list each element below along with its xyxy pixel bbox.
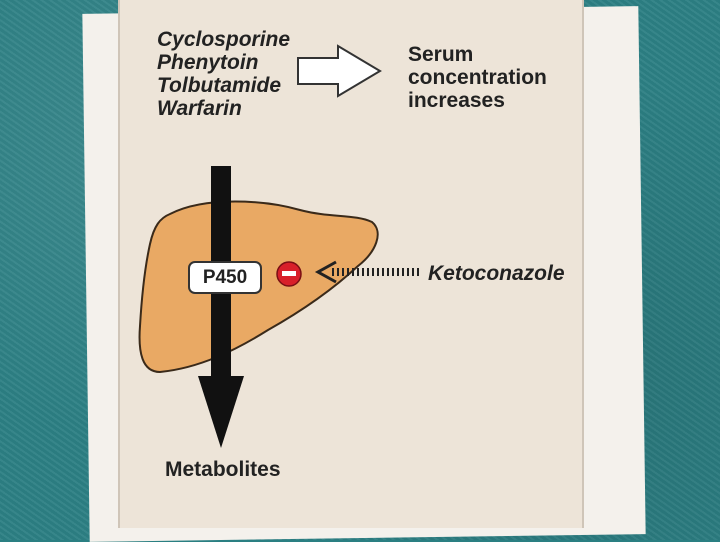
drug-list: Cyclosporine Phenytoin Tolbutamide Warfa… bbox=[157, 28, 290, 120]
drug-item: Tolbutamide bbox=[157, 74, 282, 97]
metabolites-label: Metabolites bbox=[165, 458, 281, 481]
drug-item: Cyclosporine bbox=[157, 28, 291, 51]
effect-line: concentration bbox=[408, 66, 547, 89]
inhibition-arrow-head bbox=[314, 260, 337, 284]
effect-line: Serum bbox=[408, 43, 474, 66]
p450-enzyme-box: P450 bbox=[188, 261, 262, 294]
drug-item: Phenytoin bbox=[157, 51, 259, 74]
minus-circle-icon bbox=[276, 261, 302, 287]
process-arrow-head bbox=[198, 376, 244, 448]
effect-text: Serum concentration increases bbox=[408, 43, 578, 112]
effect-arrow bbox=[297, 44, 382, 98]
p450-label: P450 bbox=[202, 266, 248, 288]
inhibitor-label: Ketoconazole bbox=[428, 262, 565, 285]
effect-line: increases bbox=[408, 89, 505, 112]
drug-item: Warfarin bbox=[157, 97, 242, 120]
